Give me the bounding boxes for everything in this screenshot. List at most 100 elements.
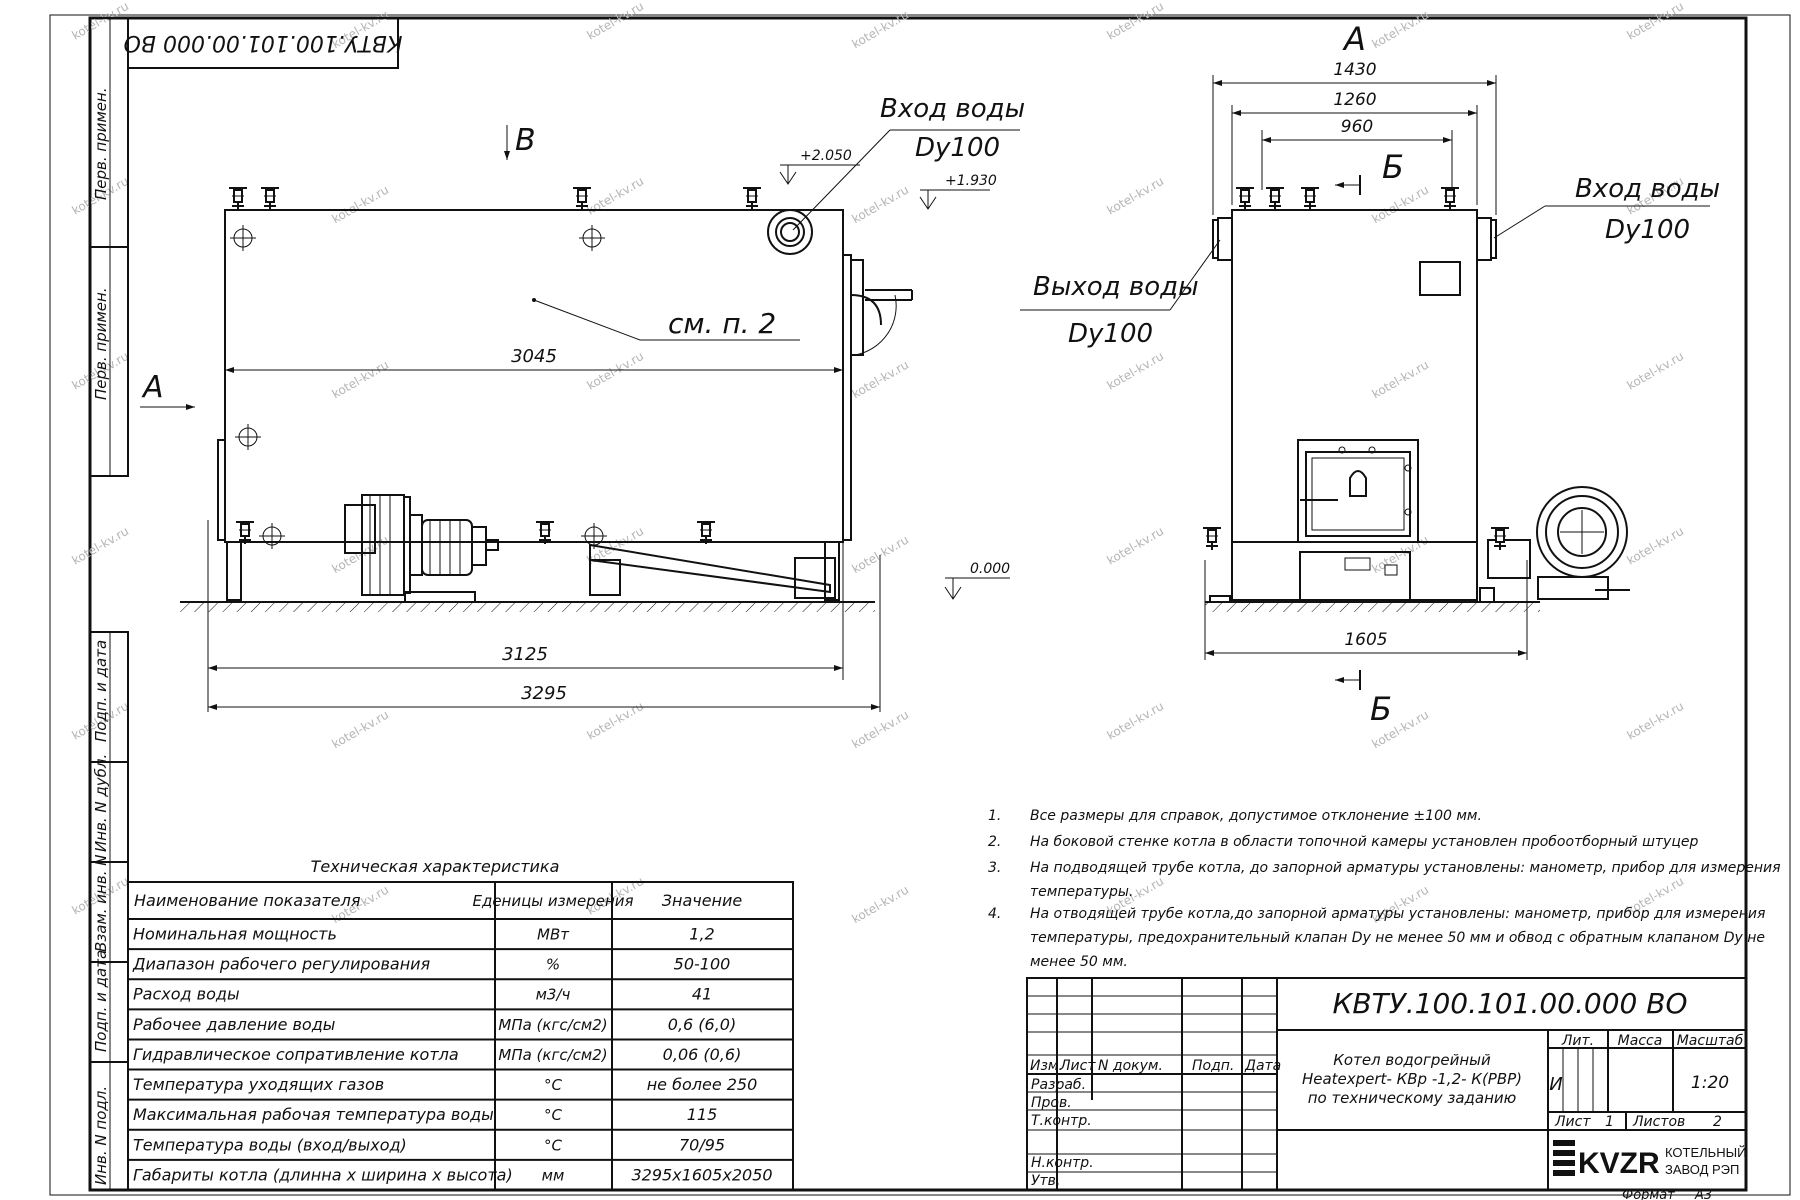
top-valves-side: [229, 187, 761, 210]
watermark-text: kotel-kv.ru: [1105, 699, 1167, 743]
side-water-in-label: Вход воды: [880, 94, 1025, 124]
table-cell-unit: °С: [544, 1136, 563, 1154]
watermark-text: kotel-kv.ru: [850, 8, 912, 52]
side-label-6: Подп. и дата: [92, 950, 110, 1052]
table-header-value: Значение: [662, 891, 743, 910]
inspection-cross-icon: [230, 225, 256, 251]
boiler-body: [224, 209, 844, 543]
side-label-2: Перв. примен.: [92, 287, 110, 400]
tech-table-title: Техническая характеристика: [311, 857, 560, 876]
company-line-1: КОТЕЛЬНЫЙ: [1665, 1145, 1746, 1160]
watermark-text: kotel-kv.ru: [330, 358, 392, 402]
note-3-text: На подводящей трубе котла, до запорной а…: [1030, 860, 1781, 876]
valve-icon: [1266, 187, 1284, 210]
ground-hatch: [180, 602, 875, 612]
side-valves-front: [1203, 527, 1509, 550]
elev-1930-label: +1.930: [945, 173, 997, 189]
inspection-cross-icon: [259, 523, 285, 549]
table-cell-unit: МПа (кгс/см2): [498, 1016, 607, 1034]
format-label: Формат: [1622, 1188, 1675, 1200]
valve-icon: [229, 187, 247, 210]
support-strut: [589, 543, 831, 594]
watermark-text: kotel-kv.ru: [1625, 349, 1687, 393]
rotated-code-box: КВТУ.100.101.00.000 ВО: [124, 17, 402, 69]
table-header-unit: Еденицы измерения: [472, 892, 633, 910]
front-water-in-label: Вход воды: [1575, 174, 1720, 204]
side-label-7: Инв. N подл.: [92, 1086, 110, 1185]
watermark-text: kotel-kv.ru: [1105, 524, 1167, 568]
front-water-out-label: Выход воды: [1033, 272, 1199, 302]
table-cell-value: 115: [687, 1105, 718, 1124]
watermark-text: kotel-kv.ru: [850, 883, 912, 927]
side-water-in-dn: Dy100: [915, 133, 1000, 163]
dim-1430: 1430: [1333, 60, 1376, 80]
tb-col-izm: Изм.: [1030, 1058, 1063, 1074]
front-view: Выход воды Dy100 Вход воды Dy100 А Б Б 1…: [1020, 20, 1720, 728]
tb-name-2: Heatexpert- КВр -1,2- К(РВР): [1302, 1070, 1522, 1088]
inspection-cross-icon: [581, 523, 607, 549]
watermark-group: kotel-kv.ru kotel-kv.ru kotel-kv.ru kotel-k…: [70, 0, 1687, 926]
inspection-cross-icon: [235, 424, 261, 450]
valve-icon: [1236, 187, 1254, 210]
note-4-text: На отводящей трубе котла,до запорной арм…: [1030, 906, 1765, 922]
tb-row-prov: Пров.: [1031, 1095, 1072, 1111]
dim-960: 960: [1341, 117, 1373, 137]
side-label-5: Взам. инв. N: [92, 855, 110, 952]
note-4-cont-2: менее 50 мм.: [1030, 954, 1128, 970]
furnace-door: [1297, 439, 1419, 543]
inner-frame: [88, 16, 1748, 1192]
water-inlet-flange: [767, 209, 813, 255]
table-cell-value: не более 250: [647, 1075, 758, 1094]
table-cell-unit: мм: [542, 1166, 565, 1184]
watermark-text: kotel-kv.ru: [1625, 524, 1687, 568]
dim-1260: 1260: [1333, 90, 1376, 110]
watermark-text: kotel-kv.ru: [1105, 174, 1167, 218]
table-cell-unit: МПа (кгс/см2): [498, 1046, 607, 1064]
watermark-text: kotel-kv.ru: [330, 708, 392, 752]
tb-row-tkontr: Т.контр.: [1031, 1113, 1092, 1129]
table-header-name: Наименование показателя: [134, 891, 361, 910]
tb-row-razrab: Разраб.: [1031, 1077, 1086, 1093]
watermark-text: kotel-kv.ru: [850, 358, 912, 402]
watermark-text: kotel-kv.ru: [1370, 358, 1432, 402]
watermark-text: kotel-kv.ru: [1370, 533, 1432, 577]
view-mark-v: В: [515, 123, 536, 158]
fan-assembly: [344, 494, 499, 603]
tb-sheet-label: Лист: [1554, 1114, 1591, 1130]
table-cell-value: 41: [692, 985, 712, 1004]
elev-2050-label: +2.050: [800, 148, 852, 164]
front-water-in-dn: Dy100: [1605, 215, 1690, 245]
watermark-text: kotel-kv.ru: [850, 183, 912, 227]
tech-table: Техническая характеристика Наименование …: [127, 857, 794, 1191]
notes: 1. Все размеры для справок, допустимое о…: [988, 808, 1781, 970]
front-fan: [1487, 486, 1630, 600]
front-door-plate: [842, 254, 852, 541]
valve-icon: [1301, 187, 1319, 210]
watermark-text: kotel-kv.ru: [70, 524, 132, 568]
valve-icon: [236, 521, 254, 544]
tb-lit-value: И: [1549, 1074, 1562, 1095]
watermark-text: kotel-kv.ru: [330, 533, 392, 577]
valve-icon: [743, 187, 761, 210]
tb-row-utv: Утв.: [1031, 1173, 1060, 1189]
table-cell-unit: м3/ч: [536, 986, 571, 1004]
valve-icon: [697, 521, 715, 544]
table-cell-name: Рабочее давление воды: [133, 1015, 335, 1034]
bottom-valves-side: [236, 521, 715, 544]
company-logo: KVZR: [1553, 1140, 1660, 1180]
elevation-000: 0.000: [944, 561, 1010, 600]
front-section-mark-bottom: Б: [1370, 690, 1392, 728]
tb-lit-label: Лит.: [1561, 1033, 1594, 1049]
tb-row-nkontr: Н.контр.: [1031, 1155, 1094, 1171]
watermark-text: kotel-kv.ru: [1105, 349, 1167, 393]
section-mark-a: А: [141, 370, 164, 405]
table-cell-value: 70/95: [679, 1135, 725, 1154]
front-section-mark-top: Б: [1382, 148, 1404, 186]
tb-scale-value: 1:20: [1691, 1073, 1729, 1093]
elevation-2050: +2.050: [779, 148, 860, 185]
front-water-out-dn: Dy100: [1068, 319, 1153, 349]
table-cell-name: Габариты котла (длинна х ширина х высота…: [133, 1165, 513, 1184]
table-cell-name: Расход воды: [133, 985, 240, 1004]
tb-col-date: Дата: [1244, 1058, 1281, 1074]
